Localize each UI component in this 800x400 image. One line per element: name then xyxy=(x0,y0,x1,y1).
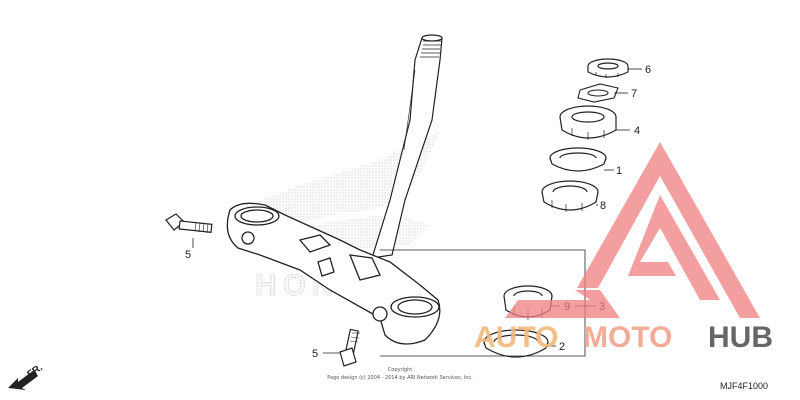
callout-6: 6 xyxy=(645,64,651,76)
callout-5-upper: 5 xyxy=(185,249,191,261)
lower-race xyxy=(483,329,549,358)
callout-4: 4 xyxy=(634,125,640,137)
callout-1: 1 xyxy=(616,165,622,177)
watermark-triangle-logo xyxy=(505,142,760,318)
copyright-line-1: Copyright xyxy=(388,367,412,373)
copyright-line-2: Page design (c) 2004 - 2014 by ARI Netwo… xyxy=(327,375,473,381)
lock-washer xyxy=(577,83,619,103)
steering-stem xyxy=(371,34,443,259)
callout-8: 8 xyxy=(600,200,606,212)
upper-bearing xyxy=(541,180,599,212)
callout-5-lower: 5 xyxy=(312,348,318,360)
watermark-hub: HUB xyxy=(708,321,773,354)
bottom-bridge xyxy=(226,202,441,345)
adjusting-nut xyxy=(559,105,617,140)
front-arrow-icon: FR. xyxy=(8,362,45,390)
watermark-auto: AUTO xyxy=(474,321,558,354)
callout-2: 2 xyxy=(559,341,565,353)
watermark-moto: MOTO xyxy=(583,321,672,354)
upper-race xyxy=(549,147,607,172)
automotohub-watermark: AUTO MOTO HUB xyxy=(474,142,773,354)
bolt-upper xyxy=(165,213,213,234)
callout-7: 7 xyxy=(631,88,637,100)
bolt-lower xyxy=(339,328,360,367)
figure-code: MJF4F1000 xyxy=(720,381,768,391)
lock-nut xyxy=(587,58,629,78)
